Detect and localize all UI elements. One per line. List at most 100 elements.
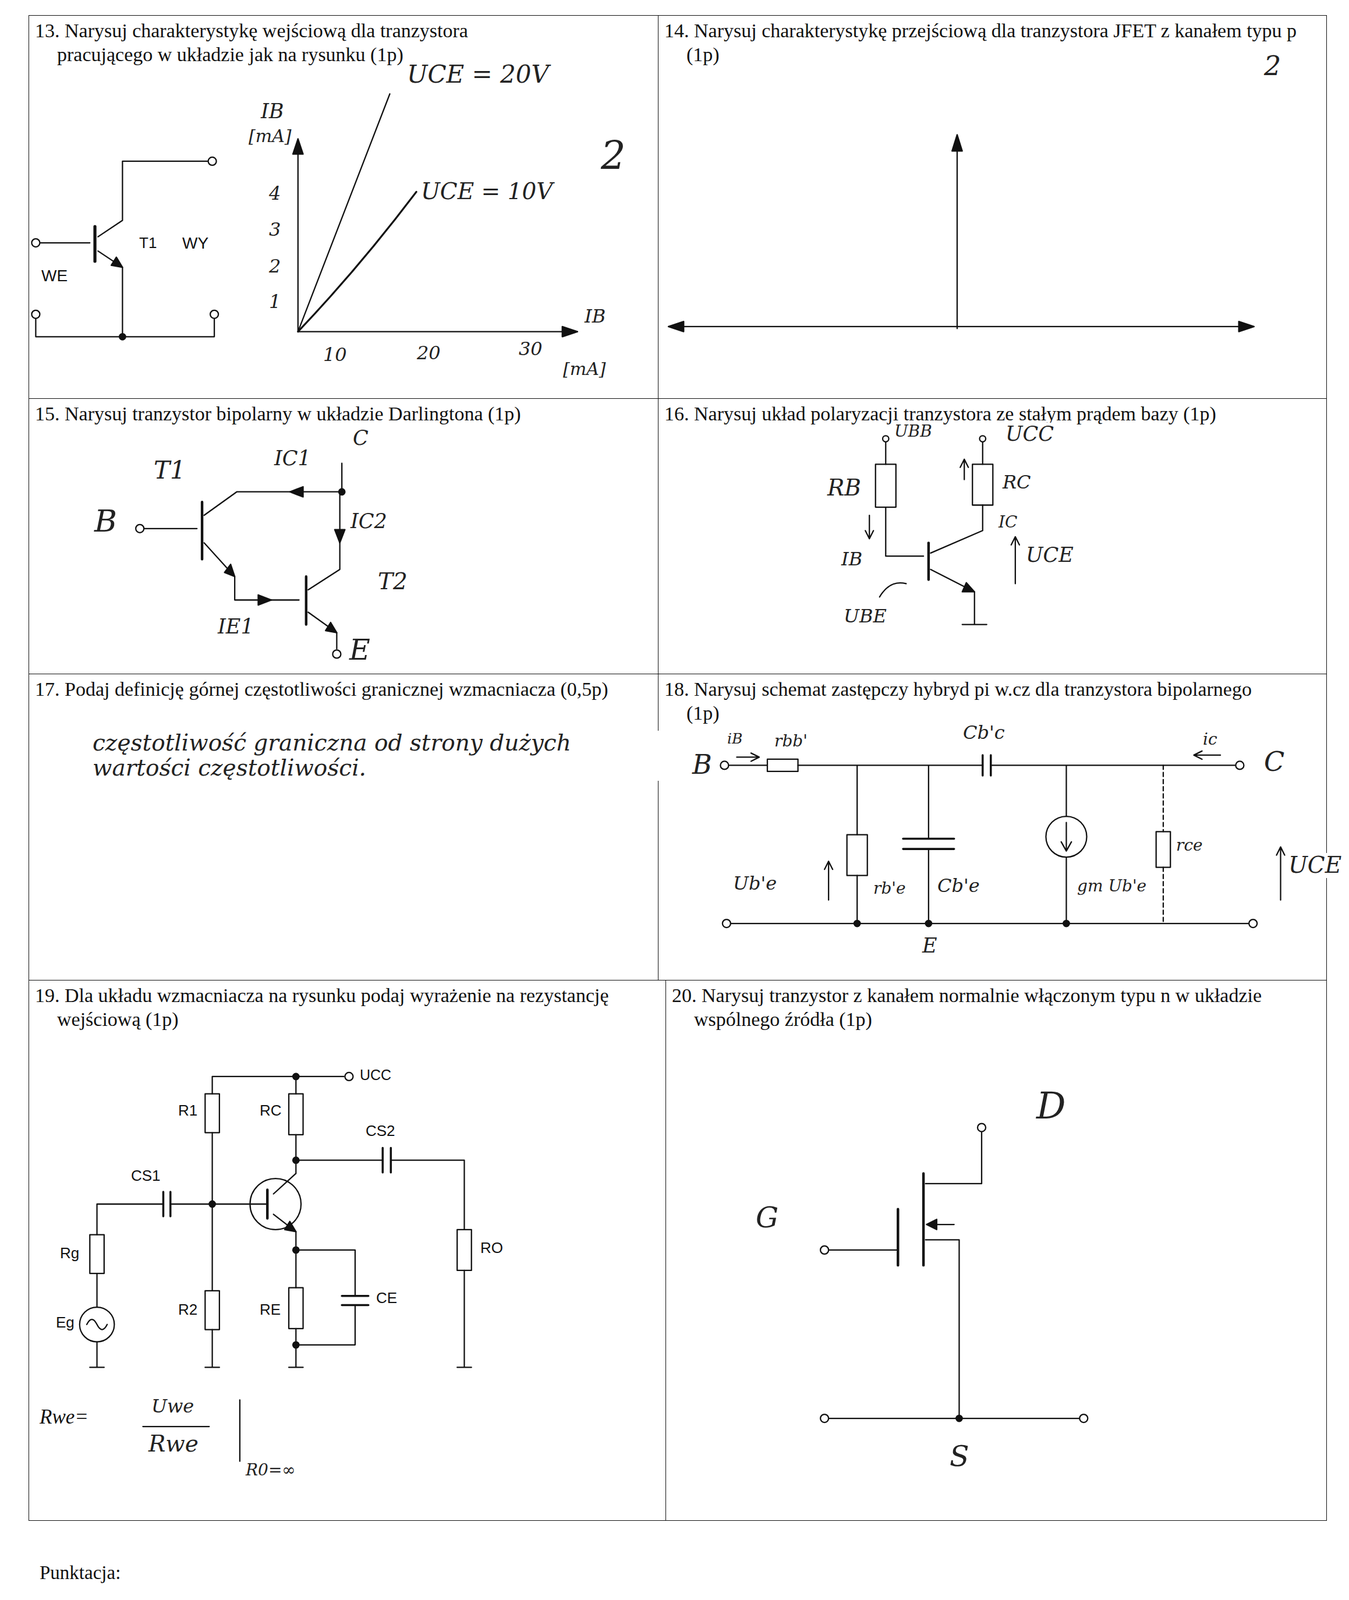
- question-cell: 15. Narysuj tranzystor bipolarny w układ…: [28, 398, 659, 675]
- resistor-symbol: [288, 1287, 304, 1329]
- handwritten-note: rce: [1175, 836, 1204, 855]
- resistor-symbol: [847, 834, 868, 876]
- junction-dot: [925, 920, 933, 927]
- resistor-symbol: [204, 1290, 220, 1330]
- junction-dot: [338, 488, 346, 495]
- handwritten-note: RB: [826, 475, 862, 501]
- component-label: R1: [177, 1102, 198, 1120]
- capacitor-symbol: [163, 1148, 391, 1306]
- terminal: [332, 649, 341, 658]
- component-label: RE: [259, 1301, 282, 1319]
- axis-arrow: [1238, 321, 1255, 332]
- question-text: 15. Narysuj tranzystor bipolarny w układ…: [34, 402, 648, 427]
- circuit-wire: [35, 161, 215, 337]
- handwritten-note: Uwe: [150, 1396, 195, 1417]
- component-label: RC: [259, 1102, 283, 1120]
- handwritten-note: [mA]: [562, 359, 607, 379]
- junction-dot: [292, 1247, 300, 1254]
- handwritten-note: UCE = 20V: [406, 61, 550, 88]
- question-cell: 20. Narysuj tranzystor z kanałem normaln…: [665, 979, 1327, 1521]
- terminal: [208, 157, 217, 166]
- component-label: R2: [177, 1301, 198, 1319]
- resistor-symbol: [89, 1234, 105, 1274]
- handwritten-note: 30: [518, 338, 544, 360]
- terminal: [722, 919, 731, 928]
- terminal: [820, 1414, 829, 1423]
- handwritten-note: 2: [268, 256, 282, 277]
- handwritten-note: T2: [377, 569, 409, 595]
- fraction-line: [142, 1400, 240, 1462]
- terminal: [977, 1123, 986, 1132]
- component-label: CS1: [130, 1167, 162, 1185]
- formula-label: Rwe=: [39, 1406, 90, 1429]
- question-cell: 13. Narysuj charakterystykę wejściową dl…: [28, 15, 659, 399]
- characteristic-curve: [298, 93, 391, 332]
- circuit-wire: [885, 441, 987, 625]
- handwritten-note: 4: [268, 183, 282, 204]
- circuit-wire: [143, 463, 342, 650]
- handwritten-note: E: [921, 934, 938, 958]
- question-text: 19. Dla układu wzmacniacza na rysunku po…: [34, 983, 637, 1032]
- mosfet-channel: [897, 1173, 924, 1266]
- terminal: [344, 1072, 353, 1081]
- handwritten-note: UBE: [843, 606, 888, 627]
- junction-dot: [292, 1156, 300, 1164]
- junction-dot: [854, 920, 861, 927]
- handwritten-note: Rwe: [147, 1431, 200, 1457]
- junction-dot: [956, 1415, 963, 1422]
- capacitor-symbol: [903, 755, 991, 849]
- terminal: [1248, 919, 1258, 928]
- junction-dot: [209, 1201, 216, 1208]
- handwritten-note: Ub'e: [732, 873, 778, 894]
- transistor-base: [266, 1189, 269, 1219]
- emitter-arrow: [224, 564, 236, 577]
- circuit-wire: [1162, 765, 1164, 924]
- emitter-arrow: [962, 582, 975, 593]
- emitter-arrow: [325, 622, 337, 633]
- handwritten-note: D: [1035, 1085, 1067, 1127]
- question-cell: 14. Narysuj charakterystykę przejściową …: [657, 15, 1327, 399]
- handwritten-note: 3: [268, 219, 282, 240]
- handwritten-note: B: [691, 749, 713, 780]
- component-label: Eg: [55, 1314, 76, 1331]
- sine-symbol: [86, 1319, 108, 1330]
- component-label: RO: [479, 1239, 504, 1257]
- handwritten-note: IC: [997, 513, 1018, 532]
- current-arrow: [334, 529, 346, 544]
- terminal: [720, 760, 729, 770]
- handwritten-note: gm Ub'e: [1076, 877, 1147, 896]
- handwritten-note: [mA]: [248, 126, 293, 146]
- component-label: Rg: [59, 1244, 80, 1262]
- junction-dot: [292, 1342, 300, 1349]
- terminal: [979, 435, 987, 442]
- emitter-arrow: [284, 1221, 296, 1232]
- handwritten-note: C: [352, 426, 370, 450]
- axis-arrow: [668, 321, 684, 332]
- characteristic-curve: [298, 191, 417, 332]
- handwritten-note: G: [755, 1202, 780, 1234]
- axis-arrow: [292, 138, 304, 154]
- handwritten-note: iB: [726, 730, 743, 747]
- emitter-arrow: [111, 257, 123, 268]
- resistor-symbol: [875, 464, 897, 508]
- axis-arrow: [951, 134, 963, 151]
- question-cell: 17. Podaj definicję górnej częstotliwośc…: [28, 673, 659, 981]
- handwritten-note: IE1: [217, 615, 255, 639]
- handwritten-note: 2: [600, 134, 627, 178]
- current-arrow: [257, 595, 272, 606]
- circuit-wire: [828, 1131, 1080, 1419]
- transistor-circle: [249, 1178, 302, 1230]
- current-arrow: [289, 486, 304, 498]
- circuit-wire: [728, 765, 1249, 924]
- component-label: CE: [375, 1289, 398, 1307]
- handwritten-note: IC1: [273, 447, 312, 470]
- handwritten-note: IC2: [349, 510, 388, 533]
- question-cell: 16. Narysuj układ polaryzacji tranzystor…: [657, 398, 1327, 675]
- resistor-symbol: [1156, 831, 1171, 867]
- handwritten-note: Cb'e: [936, 875, 981, 897]
